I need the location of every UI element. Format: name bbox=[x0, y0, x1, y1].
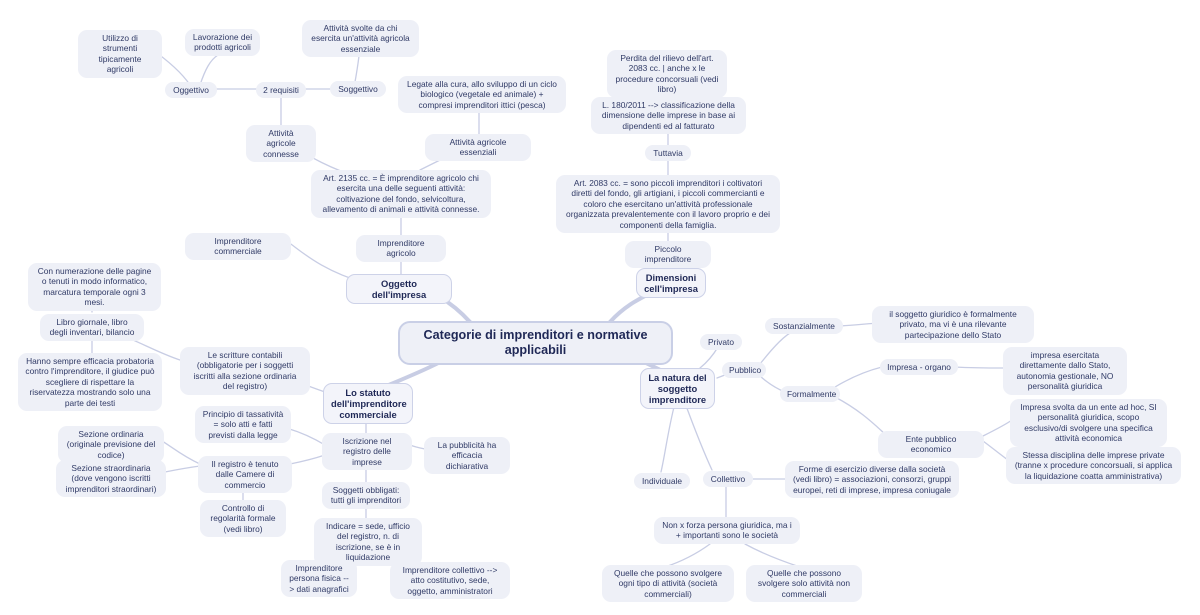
node-scritture-contabili[interactable]: Le scritture contabili (obbligatorie per… bbox=[180, 347, 310, 395]
node-soggetti-obbligati[interactable]: Soggetti obbligati: tutti gli imprendito… bbox=[322, 482, 410, 509]
node-impresa-organo[interactable]: Impresa - organo bbox=[880, 359, 958, 376]
node-iscrizione-registro[interactable]: Iscrizione nel registro delle imprese bbox=[322, 433, 412, 471]
node-attivita-non-commerciali[interactable]: Quelle che possono svolgere solo attivit… bbox=[746, 565, 862, 603]
node-collettivo[interactable]: Collettivo bbox=[703, 471, 753, 488]
node-libro-giornale[interactable]: Libro giornale, libro degli inventari, b… bbox=[40, 314, 144, 341]
node-sezione-ordinaria[interactable]: Sezione ordinaria (originale previsione … bbox=[58, 426, 164, 464]
branch-natura-soggetto[interactable]: La natura del soggetto imprenditore bbox=[640, 368, 715, 409]
node-principio-tassativita[interactable]: Principio di tassatività = solo atti e f… bbox=[195, 406, 291, 444]
node-piccolo-imprenditore[interactable]: Piccolo imprenditore bbox=[625, 241, 711, 268]
node-privato[interactable]: Privato bbox=[700, 334, 742, 351]
node-stessa-disciplina[interactable]: Stessa disciplina delle imprese private … bbox=[1006, 447, 1181, 485]
node-art-2135[interactable]: Art. 2135 cc. = È imprenditore agricolo … bbox=[311, 170, 491, 218]
node-non-persona-giuridica[interactable]: Non x forza persona giuridica, ma i + im… bbox=[654, 517, 800, 544]
node-tuttavia[interactable]: Tuttavia bbox=[645, 145, 691, 162]
node-pubblicita-dichiarativa[interactable]: La pubblicità ha efficacia dichiarativa bbox=[424, 437, 510, 475]
branch-oggetto-impresa[interactable]: Oggetto dell'impresa bbox=[346, 274, 452, 304]
root-topic[interactable]: Categorie di imprenditori e normative ap… bbox=[398, 321, 673, 365]
node-attivita-essenziali[interactable]: Attività agricole essenziali bbox=[425, 134, 531, 161]
node-oggettivo[interactable]: Oggettivo bbox=[165, 82, 217, 99]
node-societa-commerciali[interactable]: Quelle che possono svolgere ogni tipo di… bbox=[602, 565, 734, 603]
node-perdita-rilievo[interactable]: Perdita del rilievo dell'art. 2083 cc. |… bbox=[607, 50, 727, 98]
node-imprenditore-persona-fisica[interactable]: Imprenditore persona fisica --> dati ana… bbox=[281, 560, 357, 598]
node-imprenditore-agricolo[interactable]: Imprenditore agricolo bbox=[356, 235, 446, 262]
node-imprenditore-commerciale[interactable]: Imprenditore commerciale bbox=[185, 233, 291, 260]
node-impresa-ente-ad-hoc[interactable]: Impresa svolta da un ente ad hoc, SI per… bbox=[1010, 399, 1167, 447]
node-impresa-esercitata-stato[interactable]: impresa esercitata direttamente dallo St… bbox=[1003, 347, 1127, 395]
node-legate-ciclo-biologico[interactable]: Legate alla cura, allo sviluppo di un ci… bbox=[398, 76, 566, 114]
node-attivita-svolte[interactable]: Attività svolte da chi esercita un'attiv… bbox=[302, 20, 419, 58]
node-2-requisiti[interactable]: 2 requisiti bbox=[256, 82, 306, 99]
node-soggettivo[interactable]: Soggettivo bbox=[330, 81, 386, 98]
node-sezione-straordinaria[interactable]: Sezione straordinaria (dove vengono iscr… bbox=[56, 460, 166, 498]
node-formalmente[interactable]: Formalmente bbox=[780, 386, 840, 403]
node-indicare-sede[interactable]: Indicare = sede, ufficio del registro, n… bbox=[314, 518, 422, 566]
node-utilizzo-strumenti[interactable]: Utilizzo di strumenti tipicamente agrico… bbox=[78, 30, 162, 78]
node-sostanzialmente[interactable]: Sostanzialmente bbox=[765, 318, 843, 335]
node-ente-pubblico-economico[interactable]: Ente pubblico economico bbox=[878, 431, 984, 458]
node-soggetto-giuridico-privato[interactable]: il soggetto giuridico è formalmente priv… bbox=[872, 306, 1034, 344]
node-forme-esercizio[interactable]: Forme di esercizio diverse dalla società… bbox=[785, 461, 959, 499]
node-imprenditore-collettivo[interactable]: Imprenditore collettivo --> atto costitu… bbox=[390, 562, 510, 600]
node-legge-180-2011[interactable]: L. 180/2011 --> classificazione della di… bbox=[591, 97, 746, 135]
node-individuale[interactable]: Individuale bbox=[634, 473, 690, 490]
node-numerazione-pagine[interactable]: Con numerazione delle pagine o tenuti in… bbox=[28, 263, 161, 311]
node-pubblico[interactable]: Pubblico bbox=[722, 362, 766, 379]
branch-dimensioni-impresa[interactable]: Dimensioni cell'impresa bbox=[636, 268, 706, 298]
node-lavorazione-prodotti[interactable]: Lavorazione dei prodotti agricoli bbox=[185, 29, 260, 56]
node-attivita-connesse[interactable]: Attività agricole connesse bbox=[246, 125, 316, 163]
node-controllo-regolarita[interactable]: Controllo di regolarità formale (vedi li… bbox=[200, 500, 286, 538]
node-art-2083[interactable]: Art. 2083 cc. = sono piccoli imprenditor… bbox=[556, 175, 780, 234]
branch-statuto-imprenditore[interactable]: Lo statuto dell'imprenditore commerciale bbox=[323, 383, 413, 424]
node-registro-camere-commercio[interactable]: Il registro è tenuto dalle Camere di com… bbox=[198, 456, 292, 494]
node-efficacia-probatoria[interactable]: Hanno sempre efficacia probatoria contro… bbox=[18, 353, 162, 412]
